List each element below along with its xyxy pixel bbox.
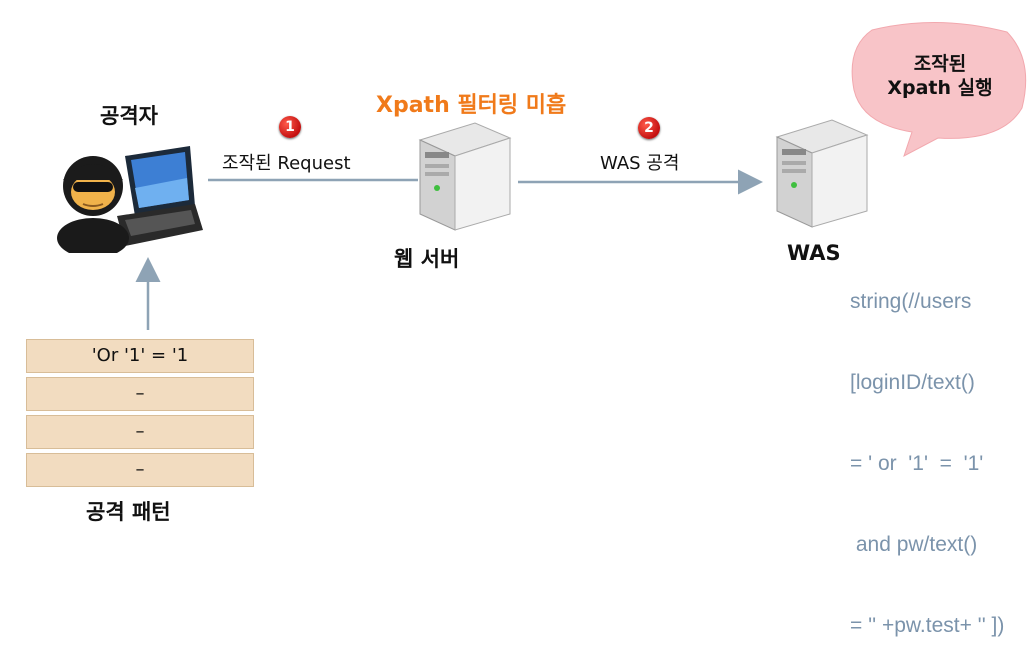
attacker-label: 공격자 [100, 104, 158, 128]
bubble-line-1: 조작된 [913, 53, 967, 75]
filter-note: Xpath 필터링 미흡 [376, 93, 567, 118]
flow-arrows [135, 169, 763, 330]
query-line: = '' +pw.test+ '' ]) [850, 614, 1005, 637]
step-2-label: WAS 공격 [600, 153, 680, 174]
query-line: string(//users [850, 290, 972, 313]
pattern-row: – [26, 415, 254, 449]
pattern-row: – [26, 377, 254, 411]
attack-pattern-title: 공격 패턴 [86, 500, 171, 524]
xpath-query: string(//users [loginID/text() = ' or '1… [850, 234, 1004, 666]
bubble-text: 조작된 Xpath 실행 [880, 52, 1000, 100]
speech-bubble [851, 22, 1027, 158]
web-server-label: 웹 서버 [394, 247, 460, 271]
pattern-row: – [26, 453, 254, 487]
step-1-badge: 1 [279, 116, 301, 138]
step-1-label: 조작된 Request [222, 153, 351, 174]
query-line: [loginID/text() [850, 371, 975, 394]
pattern-row: 'Or '1' = '1 [26, 339, 254, 373]
step-2-badge: 2 [638, 117, 660, 139]
was-label: WAS [787, 241, 841, 265]
web-server-icon [418, 122, 512, 231]
bubble-line-2: Xpath 실행 [887, 77, 993, 99]
attacker-with-laptop-icon [57, 146, 203, 253]
query-line: and pw/text() [850, 533, 978, 556]
query-line: = ' or '1' = '1' [850, 452, 984, 475]
was-server-icon [775, 119, 869, 228]
